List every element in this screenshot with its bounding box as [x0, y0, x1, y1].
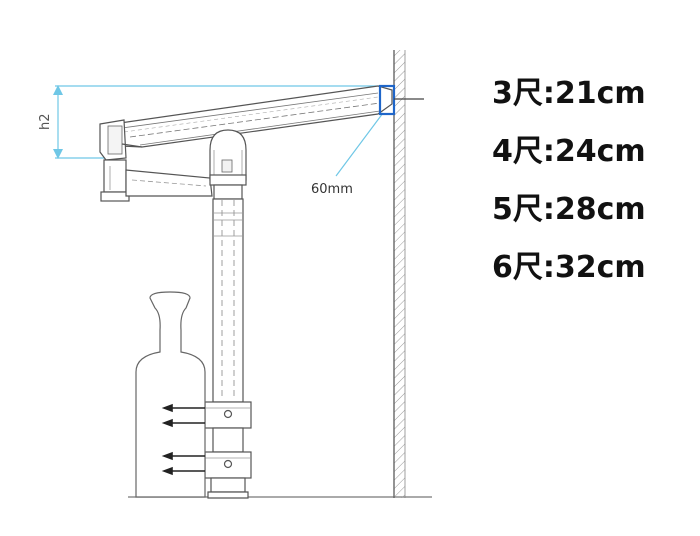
- wall: [393, 50, 406, 498]
- spec-item: 4尺:24cm: [492, 134, 646, 169]
- post-clamp-lower: [204, 451, 252, 479]
- arrow-down: [53, 149, 63, 159]
- spec-item: 5尺:28cm: [492, 192, 646, 227]
- spec-item: 3尺:21cm: [492, 76, 646, 111]
- support-arm: [125, 169, 213, 197]
- support-post: [212, 198, 244, 403]
- post-base: [207, 477, 249, 499]
- anchor-bolts: [161, 403, 205, 476]
- downspout: [100, 159, 130, 202]
- post-clamp-upper: [204, 401, 252, 429]
- height-marker-label: h2: [38, 113, 53, 130]
- size-spec-list: 3尺:21cm 4尺:24cm 5尺:28cm 6尺:32cm: [492, 70, 646, 302]
- depth-label: 60mm: [311, 182, 353, 197]
- dimension-lines: [53, 85, 384, 177]
- post-lower-segment: [212, 427, 244, 453]
- awning-roof: [119, 85, 393, 148]
- spec-item: 6尺:32cm: [492, 250, 646, 285]
- post-head: [209, 129, 247, 200]
- balcony-post: [135, 291, 206, 498]
- arrow-up: [53, 85, 63, 95]
- front-gutter: [99, 119, 143, 161]
- wall-bracket: [378, 84, 424, 116]
